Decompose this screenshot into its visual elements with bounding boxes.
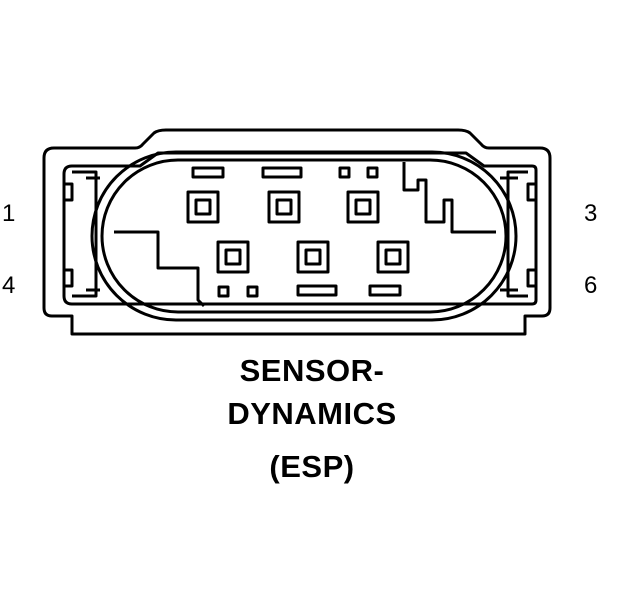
top-slot-small-2 (366, 166, 379, 179)
top-slot-small-1 (338, 166, 351, 179)
left-latch-tab-bottom (64, 268, 74, 288)
oval-seal-outer (90, 150, 518, 322)
pin-label-6: 6 (584, 272, 598, 299)
bottom-slot-right (368, 284, 402, 297)
pin-label-1: 1 (2, 200, 16, 227)
caption-line-1: SENSOR- (239, 353, 385, 388)
terminal-pin-5 (296, 240, 330, 274)
caption-line-2: DYNAMICS (227, 396, 397, 431)
bottom-slot-small-1 (217, 285, 230, 298)
left-latch-tab-top (64, 182, 74, 202)
right-latch-tab-top (526, 182, 536, 202)
left-latch (72, 170, 98, 298)
left-keying-step (114, 230, 206, 308)
top-slot-left (191, 166, 225, 179)
connector-housing-inner (62, 151, 538, 306)
pin-label-3: 3 (584, 200, 598, 227)
terminal-pin-6 (376, 240, 410, 274)
top-slot-center (261, 166, 303, 179)
terminal-pin-2 (267, 190, 301, 224)
terminal-pin-4 (216, 240, 250, 274)
terminal-pin-1 (186, 190, 220, 224)
oval-seal-inner (100, 158, 508, 314)
pin-label-4: 4 (2, 272, 16, 299)
right-keying-step (402, 162, 496, 234)
bottom-slot-center (296, 284, 338, 297)
bottom-slot-small-2 (246, 285, 259, 298)
right-latch-tab-bottom (526, 268, 536, 288)
connector-housing-outer (42, 128, 552, 336)
caption-line-3: (ESP) (269, 449, 355, 484)
terminal-pin-3 (346, 190, 380, 224)
right-latch (506, 170, 528, 298)
